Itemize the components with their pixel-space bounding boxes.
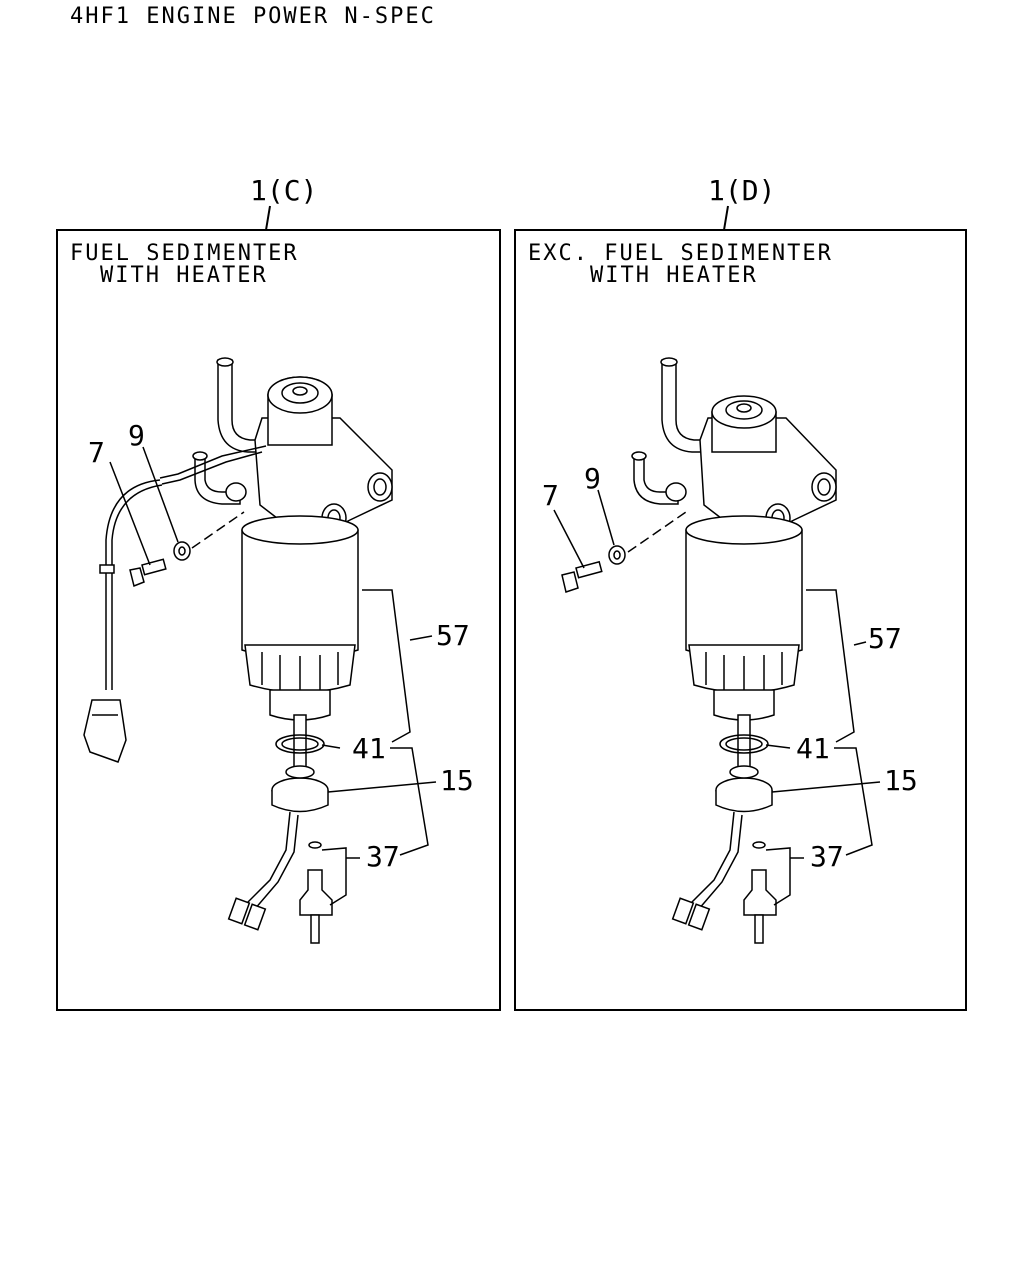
callout-left-57: 57 xyxy=(436,619,470,652)
panel-right: 1(D) EXC. FUEL SEDIMENTER WITH HEATER xyxy=(514,174,967,1011)
callout-left-7: 7 xyxy=(88,436,105,469)
panel-right-heading-line2: WITH HEATER xyxy=(590,263,758,288)
panel-left-frame xyxy=(56,229,501,1011)
panel-left: 1(C) FUEL SEDIMENTER WITH HEATER xyxy=(56,174,501,1011)
callout-left-9: 9 xyxy=(128,419,145,452)
callout-left-15: 15 xyxy=(440,764,474,797)
fuel-sedimenter-drawing xyxy=(83,357,393,944)
callout-right-9: 9 xyxy=(584,462,601,495)
callout-right-15: 15 xyxy=(884,764,918,797)
callout-right-37: 37 xyxy=(810,840,844,873)
panel-left-ref-leader xyxy=(265,205,271,231)
callout-right-7: 7 xyxy=(542,479,559,512)
panel-right-frame xyxy=(514,229,967,1011)
callout-right-57: 57 xyxy=(868,622,902,655)
page-title: 4HF1 ENGINE POWER N-SPEC xyxy=(70,4,436,29)
panel-left-heading-line2: WITH HEATER xyxy=(100,263,268,288)
fuel-sedimenter-drawing-right xyxy=(561,357,837,944)
panel-right-ref: 1(D) xyxy=(708,174,775,207)
callout-left-41: 41 xyxy=(352,732,386,765)
panel-right-ref-leader xyxy=(723,205,729,231)
panel-right-leaders xyxy=(553,489,881,906)
callout-right-41: 41 xyxy=(796,732,830,765)
panel-left-ref: 1(C) xyxy=(250,174,317,207)
panel-left-heading-line1: FUEL SEDIMENTER xyxy=(70,241,299,266)
panel-left-leaders xyxy=(109,446,437,906)
panel-right-heading-line1: EXC. FUEL SEDIMENTER xyxy=(528,241,833,266)
callout-left-37: 37 xyxy=(366,840,400,873)
